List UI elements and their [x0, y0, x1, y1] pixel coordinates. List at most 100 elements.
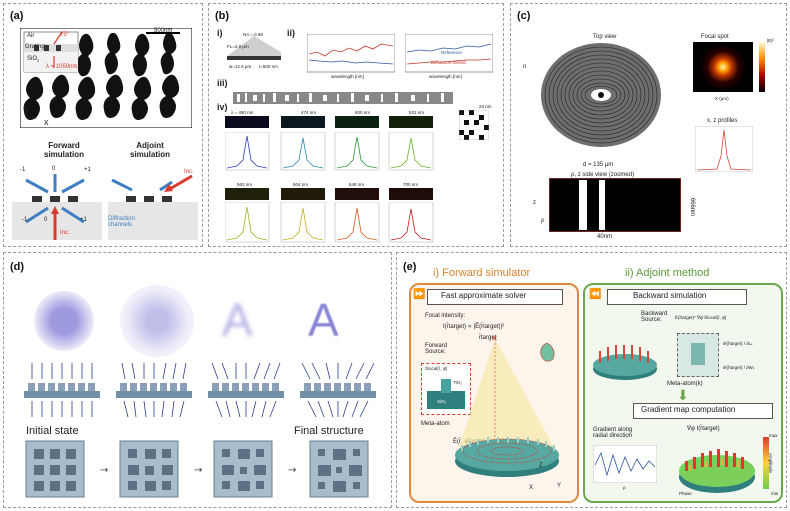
fidelity-plot: [405, 34, 493, 73]
gradient-map-header: [633, 403, 773, 419]
plot2-xlabel: wavelength [nm]: [429, 74, 462, 79]
adjoint-method-title: ii) Adjoint method: [625, 267, 710, 279]
plot1-xlabel: wavelength [nm]: [331, 74, 364, 79]
na-label: NA = 0.99: [243, 32, 263, 37]
sio2-label: SiO2: [27, 56, 40, 64]
axis-y-label: Y: [557, 483, 562, 489]
n-label: n: [523, 64, 527, 70]
side-view-image: [549, 178, 681, 232]
inc-label-forward: Inc.: [60, 230, 70, 236]
backward-sim-header: [607, 289, 747, 305]
adjoint-simulation-title: Adjoint simulation: [130, 141, 171, 159]
focal-blob-step2: [120, 285, 194, 357]
order-top-minus1: -1: [20, 167, 26, 173]
meta-atom-substrate: [427, 391, 465, 409]
dphi-l-label: ∂I(r̄target) / ∂Lₖ: [723, 341, 753, 346]
wavelength-row1-2: 500 nm: [355, 110, 371, 115]
wavelength-row2-2: 648 nm: [349, 182, 365, 187]
panel-c: (c) Top view n d = 135 μm Focal spot |E|…: [510, 3, 787, 247]
focus-image-648: [335, 188, 379, 200]
metasurface-row: [24, 362, 376, 418]
tio2-label: TiO₂: [453, 380, 462, 385]
profile-row1: [225, 132, 434, 171]
plot2-legend-reference: Reference: [441, 50, 462, 55]
diameter-label: d = 135 μm: [583, 162, 614, 168]
panel-label-c: (c): [517, 10, 531, 22]
forward-simulation-title: Forward simulation: [44, 141, 85, 159]
meta-atom-label: Meta-atom: [421, 421, 450, 427]
panel-a: (a) 500nm Air Grating SiO2 75° λ = 1050n…: [3, 3, 203, 247]
gradient-along-label: Gradient along radial direction: [593, 427, 633, 439]
pixel-size-label: 23 nm: [479, 104, 492, 109]
amplitude-min-label: min: [771, 491, 779, 496]
order-bottom-minus1: -1: [22, 217, 28, 223]
phase-label: Phase: [679, 491, 692, 496]
profile-row2: [225, 202, 434, 243]
fast-forward-icon: ⏩: [413, 289, 426, 300]
height-label: 666nm: [689, 197, 696, 217]
amplitude-max-label: max: [769, 433, 778, 438]
panel-label-e: (e): [403, 261, 417, 273]
focal-spot-image: [693, 42, 753, 92]
initial-state-label: Initial state: [26, 425, 79, 437]
colorbar: [759, 42, 765, 92]
amplitude-label: Amplitude: [768, 453, 773, 474]
top-view-lens: [541, 43, 661, 147]
panel-d: (d) A A: [3, 252, 392, 508]
profiles-title: x, z profiles: [707, 118, 738, 124]
sub-label-ii: ii): [287, 28, 295, 38]
meta-atom-k-label: Meta-atom(k): [667, 381, 703, 387]
panel-b: (b) i) ii) iii) iv) NA = 0.99 FL=4.9 μm …: [208, 3, 504, 247]
meta-atom-k-pillar: [691, 343, 705, 365]
axis-x-label: x: [44, 117, 49, 127]
scalebar-label: 500nm: [154, 28, 173, 34]
r-target-label: r̄target: [479, 335, 497, 341]
w-label: w=12.5 μm: [229, 64, 252, 69]
svg-text:→: →: [100, 465, 108, 476]
fl-label: FL=4.9 μm: [227, 44, 249, 49]
efficiency-plot: [307, 34, 395, 73]
grating-pattern-image: [20, 28, 192, 128]
wavelength-row2-1: 604 nm: [293, 182, 309, 187]
rho-label: ρ: [623, 485, 626, 490]
gradient-plot: [593, 445, 657, 483]
focal-intensity-label: Focal intensity:: [425, 313, 466, 319]
panel-label-d: (d): [10, 261, 25, 273]
t-label: t=500 nm: [259, 64, 278, 69]
panel-label-b: (b): [215, 10, 230, 22]
gradient-map-label: Gradient map computation: [641, 405, 736, 414]
rewind-icon: ⏪: [589, 289, 602, 300]
dphi-w-label: ∂I(r̄target) / ∂Wₖ: [723, 365, 755, 370]
focus-image-500: [335, 116, 379, 128]
sio2-label: SiO₂: [437, 399, 447, 404]
panel-label-a: (a): [10, 10, 24, 22]
wavelength-row2-3: 700 nm: [403, 182, 419, 187]
amplitude-colorbar: [763, 437, 769, 489]
focus-image-604: [281, 188, 325, 200]
focus-image-531: [389, 116, 433, 128]
simulation-diagram: [12, 174, 198, 240]
grating-label: Grating: [25, 44, 45, 50]
order-bottom-plus1: +1: [80, 217, 87, 223]
letter-a-final: A: [308, 294, 339, 346]
gap-label: 40nm: [597, 234, 613, 240]
focal-blob-initial: [34, 291, 94, 351]
adjoint-lens-illustration: [593, 345, 657, 380]
structure-evolution: → → →: [25, 440, 369, 498]
wavelength-row1-1: 474 nm: [301, 110, 317, 115]
sub-label-i: i): [217, 28, 223, 38]
wavelength-row1-0: λ = 450 nm: [231, 110, 254, 115]
lens-schematic: [227, 36, 281, 60]
focus-image-563: [225, 188, 269, 200]
side-axis-rho: ρ: [541, 218, 545, 224]
forward-lens-illustration: ✕: [455, 334, 559, 477]
plot2-legend-diffraction: Diffraction-limited: [431, 60, 466, 65]
svg-text:✕: ✕: [491, 334, 498, 343]
svg-text:→: →: [288, 465, 296, 476]
focus-image-700: [389, 188, 433, 200]
focal-spot-title: Focal spot: [701, 34, 729, 40]
backward-source-label: Backward Source:: [641, 311, 668, 323]
focus-image-450: [225, 116, 269, 128]
side-view-title: ρ, z side view (zoomed): [571, 172, 635, 178]
focus-image-474: [281, 116, 325, 128]
